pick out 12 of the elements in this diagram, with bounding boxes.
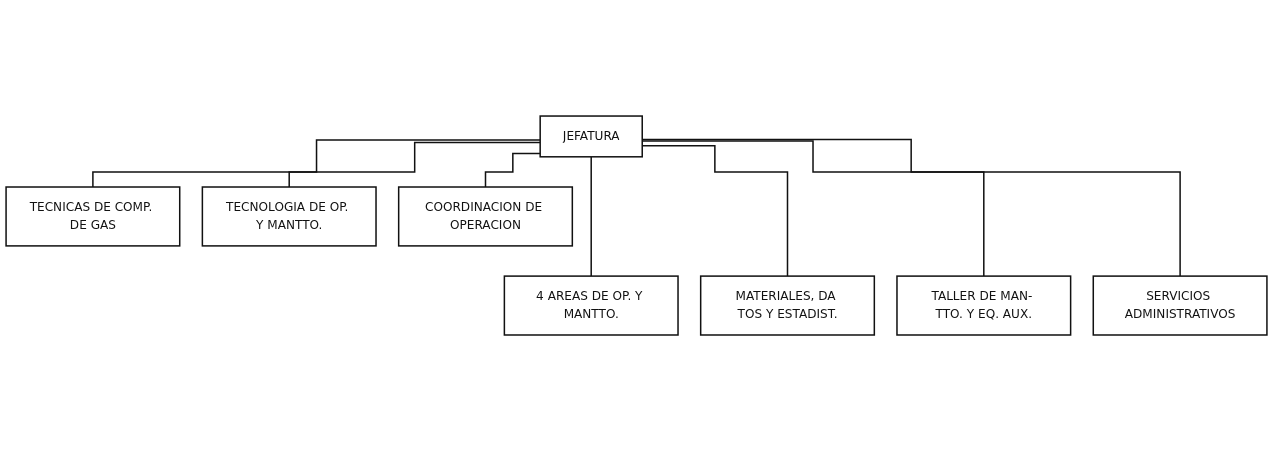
- node-box: TECNICAS DE COMP. DE GAS: [5, 186, 181, 248]
- connector: [92, 139, 541, 189]
- connector: [288, 142, 541, 189]
- node-box: MATERIALES, DA TOS Y ESTADIST.: [699, 275, 876, 337]
- node-box: 4 AREAS DE OP. Y MANTTO.: [503, 275, 679, 337]
- node-box: COORDINACION DE OPERACION: [397, 186, 574, 248]
- connector: [484, 153, 541, 189]
- node-box: JEFATURA: [539, 115, 643, 159]
- connector: [590, 156, 592, 278]
- node-box: SERVICIOS ADMINISTRATIVOS: [1092, 275, 1268, 337]
- node-box: TECNOLOGIA DE OP. Y MANTTO.: [201, 186, 377, 248]
- node-box: TALLER DE MAN- TTO. Y EQ. AUX.: [896, 275, 1072, 337]
